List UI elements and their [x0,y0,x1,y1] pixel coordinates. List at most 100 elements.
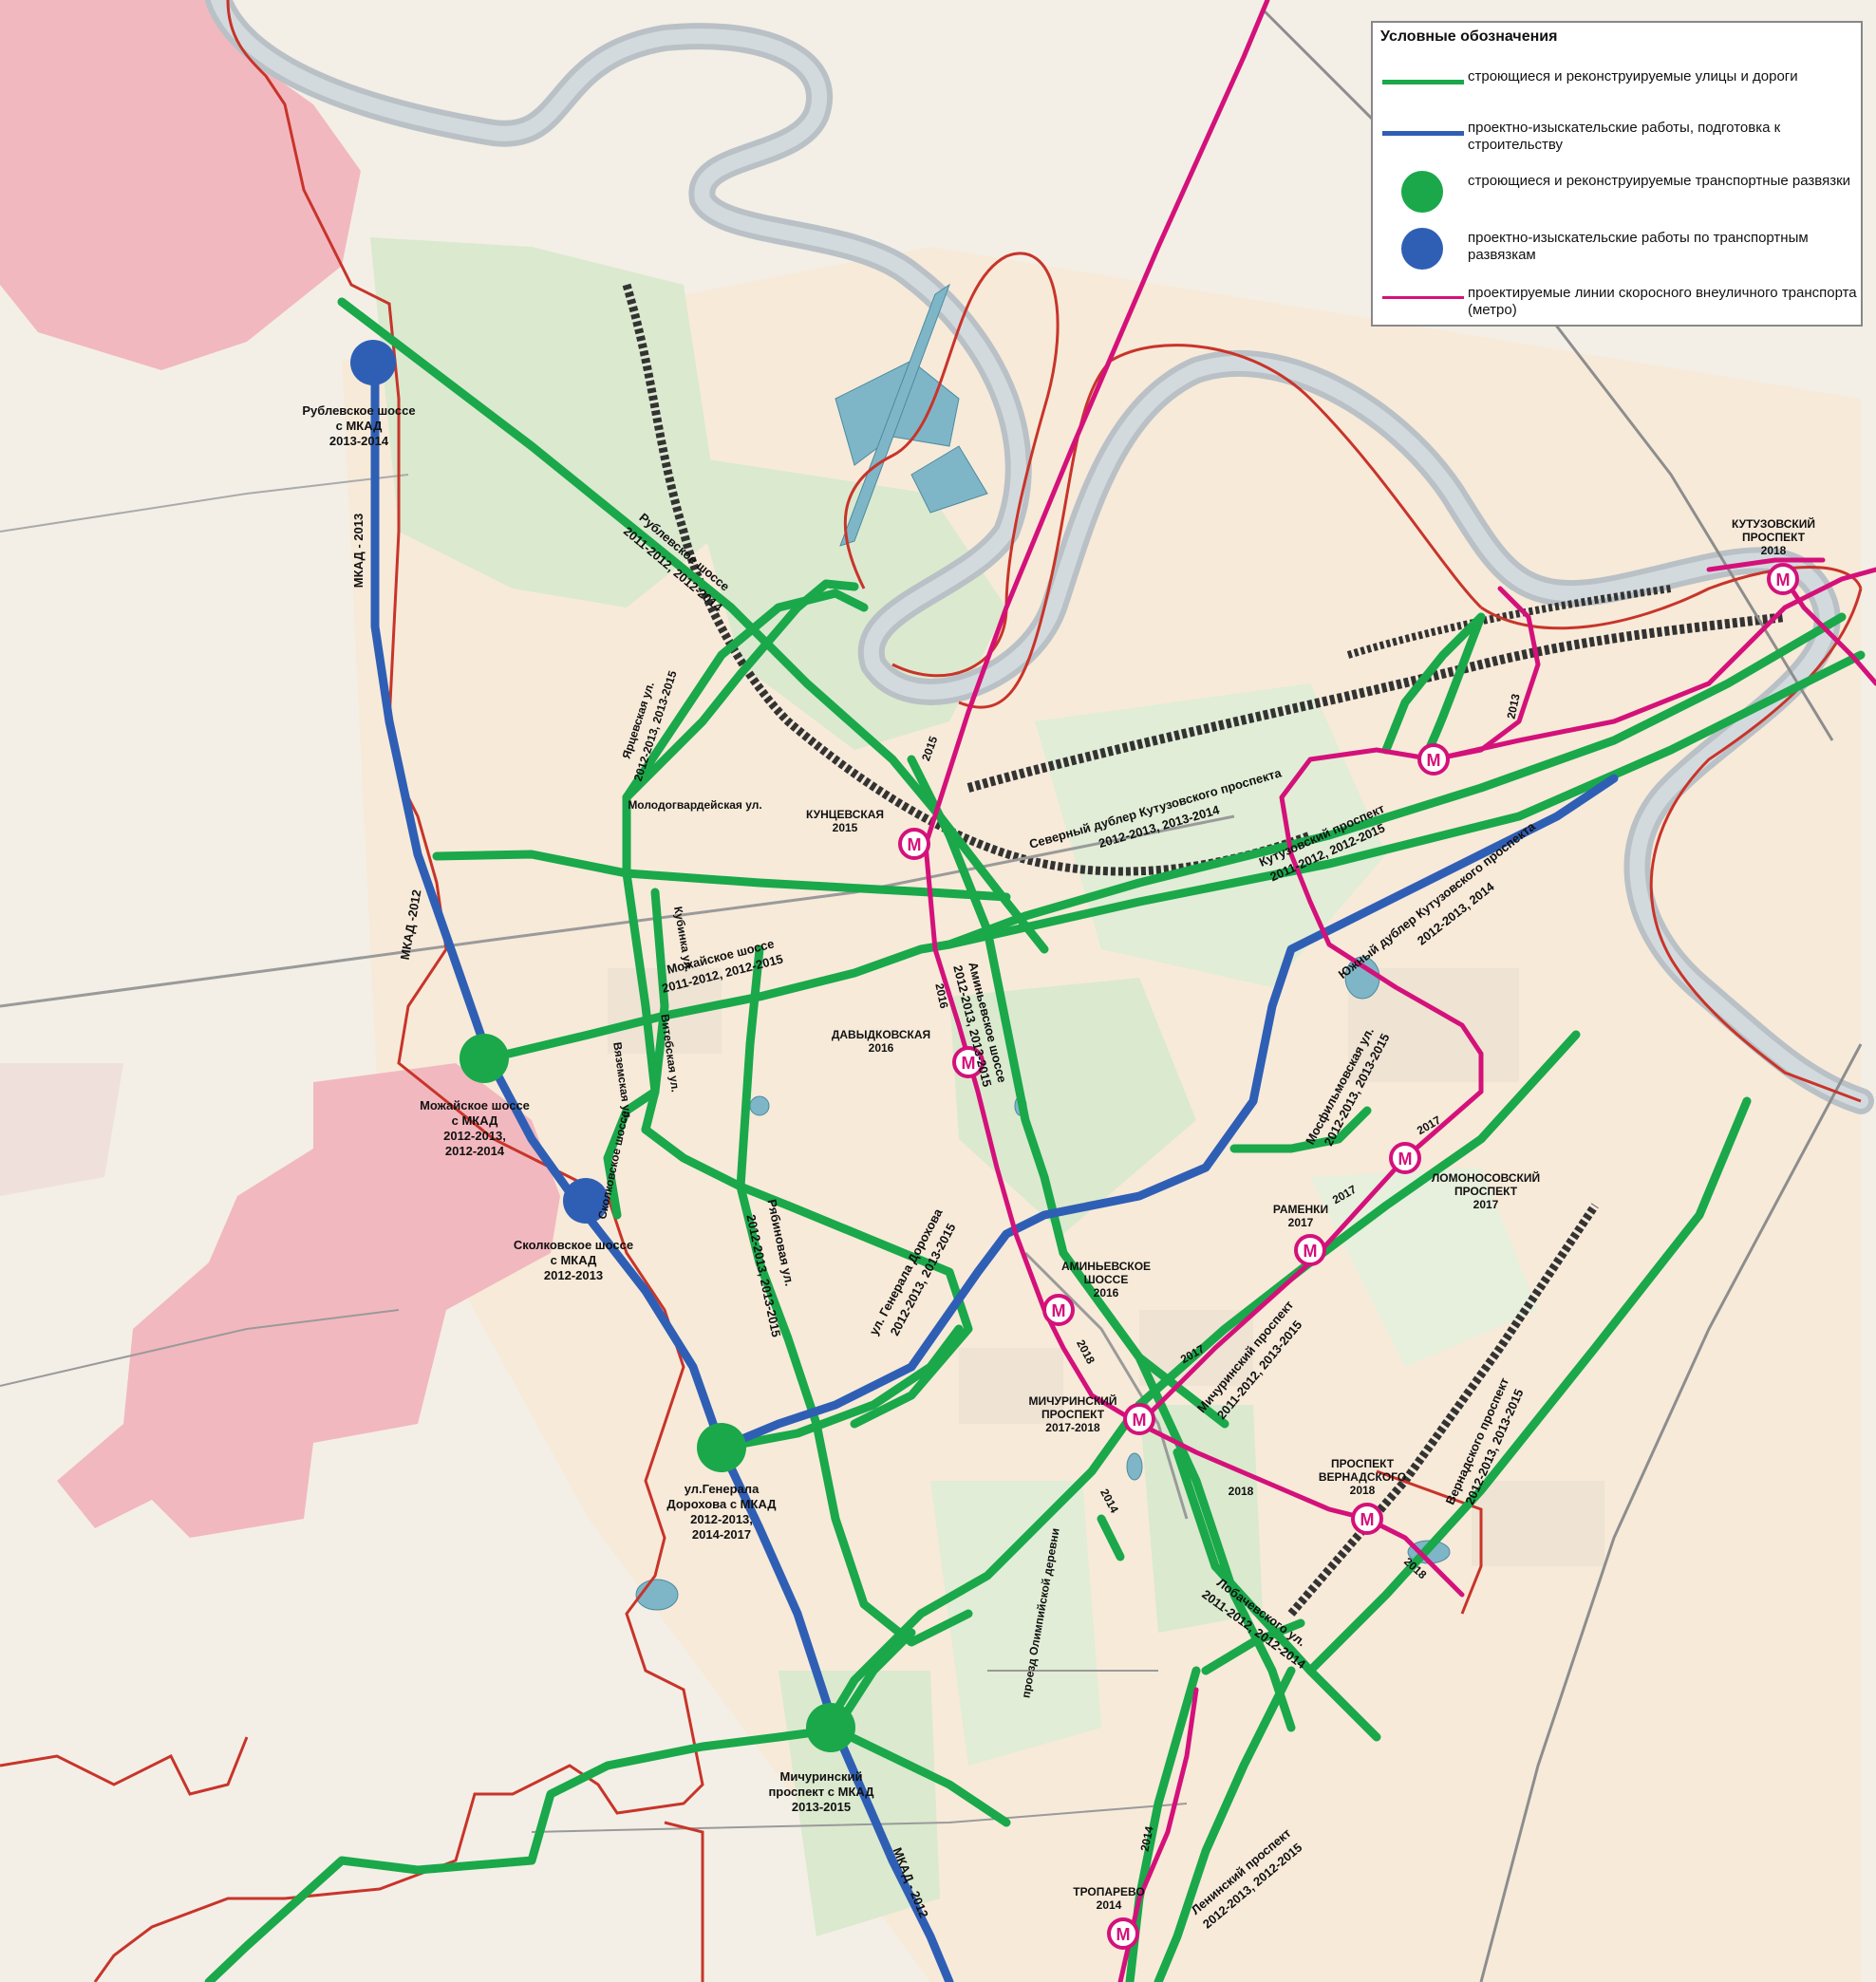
label-st-aminevskoe-1: АМИНЬЕВСКОЕ [1061,1260,1151,1273]
road-severny-connector [1381,612,1486,755]
label-year-2018b: 2018 [1229,1485,1254,1498]
station-michurinsky[interactable]: M [1123,1403,1155,1435]
legend-item-label: проектно-изыскательские работы по трансп… [1468,230,1809,263]
interchange-skolkovskoe[interactable] [563,1178,609,1224]
label-st-davydkovskaya-2: 2016 [869,1041,894,1055]
road-mkad [370,358,954,1982]
label-st-vernadskogo-2: ВЕРНАДСКОГО [1319,1470,1406,1484]
label-st-kuntsevskaya-1: КУНЦЕВСКАЯ [806,808,884,821]
interchange-rublevskoe[interactable] [350,340,396,385]
label-st-kutuzovsky-2: ПРОСПЕКТ [1742,531,1806,544]
label-st-ramenki-1: РАМЕНКИ [1273,1203,1328,1216]
road-mosfilmovskaya [1229,1106,1372,1153]
label-dorokhova-4: 2014-2017 [692,1527,751,1542]
label-michurinsky-2: проспект с МКАД [768,1785,874,1799]
station-kutuzovsky-loop[interactable]: M [1417,743,1450,776]
legend-green-dot-icon [1401,171,1443,213]
road-severny [945,650,1866,949]
station-vernadskogo[interactable]: M [1351,1503,1383,1535]
label-michurinsky-1: Мичуринский [780,1769,863,1784]
svg-text:M: M [908,835,922,854]
label-st-lomonosovsky-1: ЛОМОНОСОВСКИЙ [1432,1170,1540,1185]
legend-item-label: проектно-изыскательские работы, подготов… [1468,120,1781,153]
label-michurinsky-3: 2013-2015 [792,1800,851,1814]
label-st-aminevskoe-3: 2016 [1094,1286,1119,1300]
svg-text:M: M [1398,1150,1413,1169]
label-molodogvardeyskaya: Молодогвардейская ул. [628,798,761,812]
metro-sw-branch [1136,1421,1465,1598]
interchanges [350,340,855,1752]
station-labels: КУНЦЕВСКАЯ 2015 ДАВЫДКОВСКАЯ 2016 АМИНЬЕ… [806,516,1815,1912]
road-michurinsky-link [821,1400,1144,1732]
metro-lines [923,0,1876,1982]
svg-text:M: M [1052,1301,1066,1320]
label-rublevskoe-2: с МКАД [336,419,383,433]
station-ramenki[interactable]: M [1294,1234,1326,1266]
interchange-dorokhova[interactable] [697,1423,746,1472]
station-aminevskoe[interactable]: M [1042,1294,1075,1326]
label-st-michurinsky-3: 2017-2018 [1045,1421,1100,1434]
moskva-river [205,0,1874,1114]
road-lobachevskogo-2 [1201,1618,1305,1675]
road-sw-2 [831,1628,916,1734]
metro-north-link [966,0,1270,715]
label-st-vernadskogo-3: 2018 [1350,1484,1376,1497]
svg-text:M: M [1116,1925,1131,1944]
label-rublevskoe-3: 2013-2014 [329,434,389,448]
label-dorokhova-1: ул.Генерала [685,1482,760,1496]
svg-text:M: M [1304,1242,1318,1261]
metro-stations: M M M M M M M M [898,563,1799,1950]
label-rublevskoe-1: Рублевское шоссе [302,403,415,418]
metro-kuntsevskaya-line [923,709,1142,1427]
label-year-2016: 2016 [932,982,950,1010]
road-vyazemskaya [736,944,973,1647]
road-mozhayskoe [484,940,954,1063]
label-mozhayskoe-2: с МКАД [452,1113,498,1128]
road-olympic-spur [1097,1514,1125,1561]
label-mozhayskoe-1: Можайское шоссе [420,1098,530,1113]
label-mozhayskoe-4: 2012-2014 [445,1144,505,1158]
interchange-michurinsky[interactable] [806,1703,855,1752]
metro-kutuzovsky-loop [1279,586,1541,1094]
label-mkad-2013: МКАД - 2013 [351,514,366,588]
svg-text:M: M [1360,1510,1375,1529]
legend-item-label: строющиеся и реконструируемые транспортн… [1468,173,1851,189]
map-legend: Условные обозначения строющиеся и реконс… [1371,21,1863,327]
roads-design-works [370,358,1619,1982]
label-year-2013: 2013 [1504,692,1522,720]
legend-blue-dot-icon [1401,228,1443,270]
label-mozhayskoe-3: 2012-2013, [443,1129,506,1143]
legend-blue-line-icon [1382,131,1464,136]
station-kuntsevskaya[interactable]: M [898,828,930,860]
legend-item-label: проектируемые линии скоросного внеулично… [1468,285,1857,318]
legend-green-line-icon [1382,80,1464,84]
road-michurinsky [1135,1030,1581,1410]
legend-metro-line-icon [1382,296,1464,299]
interchange-mozhayskoe[interactable] [460,1034,509,1083]
road-dorokhova-green [717,1324,964,1452]
road-north-link [622,589,869,802]
roads-under-construction [204,297,1866,1982]
label-st-vernadskogo-1: ПРОСПЕКТ [1331,1457,1395,1470]
road-rublevskoe [337,297,1049,954]
road-kubinka [603,888,669,1220]
label-st-kutuzovsky-1: КУТУЗОВСКИЙ [1732,516,1815,531]
label-st-lomonosovsky-2: ПРОСПЕКТ [1454,1185,1518,1198]
label-skolkovskoe-1: Сколковское шоссе [514,1238,633,1252]
label-skolkovskoe-2: с МКАД [551,1253,597,1267]
metro-north-east [1431,567,1876,762]
svg-text:M: M [1776,570,1791,589]
label-dorokhova-2: Дорохова с МКАД [666,1497,777,1511]
road-vernadskogo [1305,1096,1752,1675]
station-davydkovskaya[interactable]: M [952,1046,985,1078]
road-vitebskaya [641,1125,793,1210]
station-troparevo[interactable]: M [1107,1917,1139,1950]
road-kutuzovsky [945,612,1847,949]
label-st-michurinsky-2: ПРОСПЕКТ [1041,1408,1105,1421]
svg-text:M: M [1133,1411,1147,1430]
station-kutuzovsky[interactable]: M [1767,563,1799,595]
road-molodogvardeyskaya [622,793,660,1134]
road-molod-horizontal [432,850,1011,902]
label-st-kutuzovsky-3: 2018 [1761,544,1787,557]
station-lomonosovsky[interactable]: M [1389,1142,1421,1174]
